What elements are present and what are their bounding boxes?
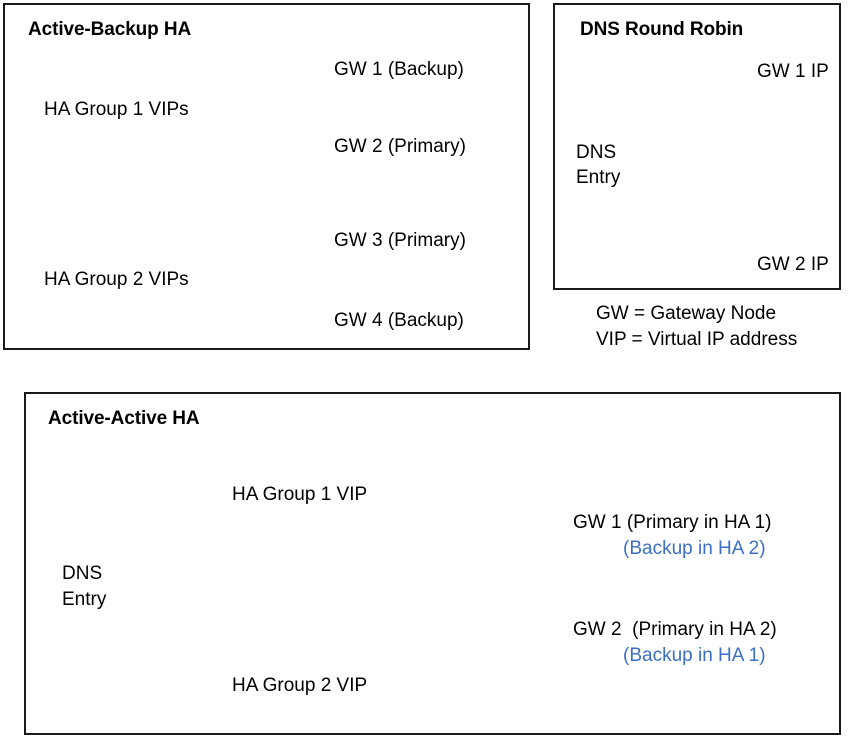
label-dns-entry-rr-line2: Entry	[576, 167, 621, 188]
label-gw2-roles: GW 2 (Primary in HA 2) (Backup in HA 1)	[573, 617, 777, 669]
panel-dns-round-robin-title: DNS Round Robin	[580, 19, 744, 40]
panel-dns-round-robin	[553, 3, 841, 290]
legend-line-vip: VIP = Virtual IP address	[596, 329, 798, 350]
label-gw2-name: GW 2	[573, 619, 622, 640]
panel-active-active-title: Active-Active HA	[48, 408, 200, 429]
label-gw1-roles: GW 1 (Primary in HA 1) (Backup in HA 2)	[573, 510, 771, 562]
label-gw4-backup: GW 4 (Backup)	[334, 310, 464, 331]
panel-active-backup-title: Active-Backup HA	[28, 19, 192, 40]
label-gw3-primary: GW 3 (Primary)	[334, 230, 466, 251]
label-gw1-primary: (Primary in HA 1)	[626, 512, 772, 533]
label-ha-group-1-vip: HA Group 1 VIP	[232, 484, 368, 505]
panel-active-active-ha	[24, 392, 841, 735]
legend-abbreviations: GW = Gateway Node VIP = Virtual IP addre…	[596, 301, 797, 353]
panel-active-backup-ha	[3, 3, 530, 350]
label-ha-group-2-vip: HA Group 2 VIP	[232, 675, 368, 696]
label-gw1-backup: (Backup in HA 2)	[623, 538, 766, 559]
label-dns-entry-rr-line1: DNS	[576, 142, 617, 163]
label-dns-entry-aa-line1: DNS	[62, 563, 103, 584]
label-gw1-name: GW 1	[573, 512, 622, 533]
label-dns-entry-aa-line2: Entry	[62, 589, 107, 610]
label-ha-group-2-vips: HA Group 2 VIPs	[44, 269, 189, 290]
label-gw2-primary: GW 2 (Primary)	[334, 136, 466, 157]
label-gw1-ip: GW 1 IP	[757, 61, 829, 82]
label-gw2-ip: GW 2 IP	[757, 254, 829, 275]
legend-line-gw: GW = Gateway Node	[596, 303, 777, 324]
label-gw2-primary: (Primary in HA 2)	[632, 619, 777, 640]
label-ha-group-1-vips: HA Group 1 VIPs	[44, 99, 189, 120]
label-gw1-backup: GW 1 (Backup)	[334, 59, 464, 80]
label-gw2-backup: (Backup in HA 1)	[623, 645, 766, 666]
